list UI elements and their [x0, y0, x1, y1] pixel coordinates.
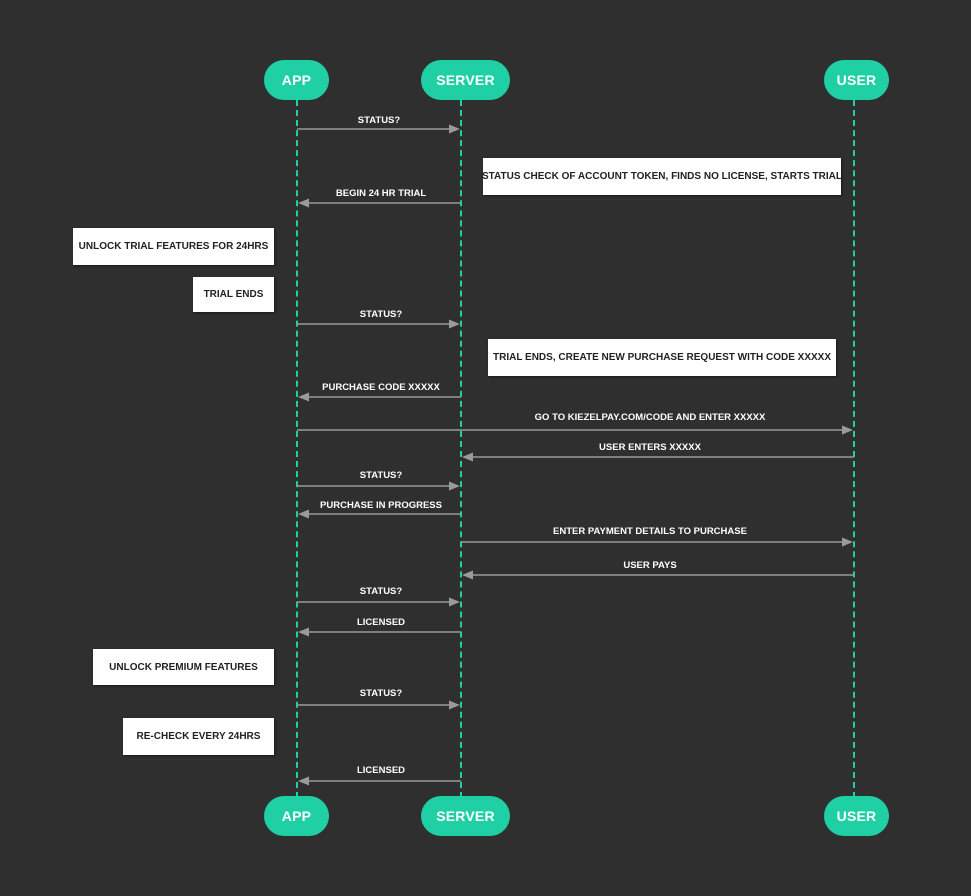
message-label: LICENSED [356, 617, 406, 628]
arrowhead-icon [462, 570, 473, 580]
message-arrow [298, 392, 461, 402]
actor-user-top: USER [824, 60, 889, 100]
arrowhead-icon [449, 124, 460, 134]
message-arrow [297, 425, 853, 435]
message-arrow [297, 124, 460, 134]
message-label: USER PAYS [623, 560, 677, 571]
note-box: TRIAL ENDS [193, 277, 274, 312]
message-label: STATUS? [357, 115, 401, 126]
note-box: STATUS CHECK OF ACCOUNT TOKEN, FINDS NO … [482, 158, 842, 195]
lifeline-server [460, 100, 462, 798]
message-label: BEGIN 24 HR TRIAL [335, 188, 427, 199]
message-arrow [298, 627, 461, 637]
message-arrow [297, 319, 460, 329]
message-label: ENTER PAYMENT DETAILS TO PURCHASE [553, 526, 747, 537]
message-label: USER ENTERS XXXXX [599, 442, 701, 453]
note-box: TRIAL ENDS, CREATE NEW PURCHASE REQUEST … [488, 339, 836, 376]
message-arrow [298, 509, 461, 519]
arrowhead-icon [298, 509, 309, 519]
arrowhead-icon [842, 425, 853, 435]
arrowhead-icon [298, 392, 309, 402]
actor-server-top: SERVER [421, 60, 510, 100]
lifeline-app [296, 100, 298, 798]
message-label: STATUS? [359, 586, 403, 597]
message-arrow [461, 537, 853, 547]
message-arrow [298, 776, 461, 786]
actor-app-top: APP [264, 60, 329, 100]
message-label: STATUS? [359, 470, 403, 481]
actor-app-bottom: APP [264, 796, 329, 836]
arrowhead-icon [298, 198, 309, 208]
message-arrow [297, 700, 460, 710]
actor-server-bottom: SERVER [421, 796, 510, 836]
arrowhead-icon [462, 452, 473, 462]
message-label: STATUS? [359, 309, 403, 320]
message-arrow [297, 597, 460, 607]
note-box: RE-CHECK EVERY 24HRS [123, 718, 274, 755]
message-label: PURCHASE IN PROGRESS [320, 500, 442, 511]
message-label: LICENSED [356, 765, 406, 776]
message-arrow [298, 198, 461, 208]
message-arrow [462, 570, 854, 580]
actor-user-bottom: USER [824, 796, 889, 836]
arrowhead-icon [449, 319, 460, 329]
arrowhead-icon [449, 597, 460, 607]
message-label: GO TO KIEZELPAY.COM/CODE AND ENTER XXXXX [534, 412, 766, 423]
message-label: STATUS? [359, 688, 403, 699]
message-arrow [462, 452, 854, 462]
arrowhead-icon [449, 700, 460, 710]
message-arrow [297, 481, 460, 491]
lifeline-user [853, 100, 855, 798]
message-label: PURCHASE CODE XXXXX [322, 382, 440, 393]
note-box: UNLOCK PREMIUM FEATURES [93, 649, 274, 685]
arrowhead-icon [298, 776, 309, 786]
arrowhead-icon [449, 481, 460, 491]
arrowhead-icon [842, 537, 853, 547]
note-box: UNLOCK TRIAL FEATURES FOR 24HRS [73, 228, 274, 265]
arrowhead-icon [298, 627, 309, 637]
